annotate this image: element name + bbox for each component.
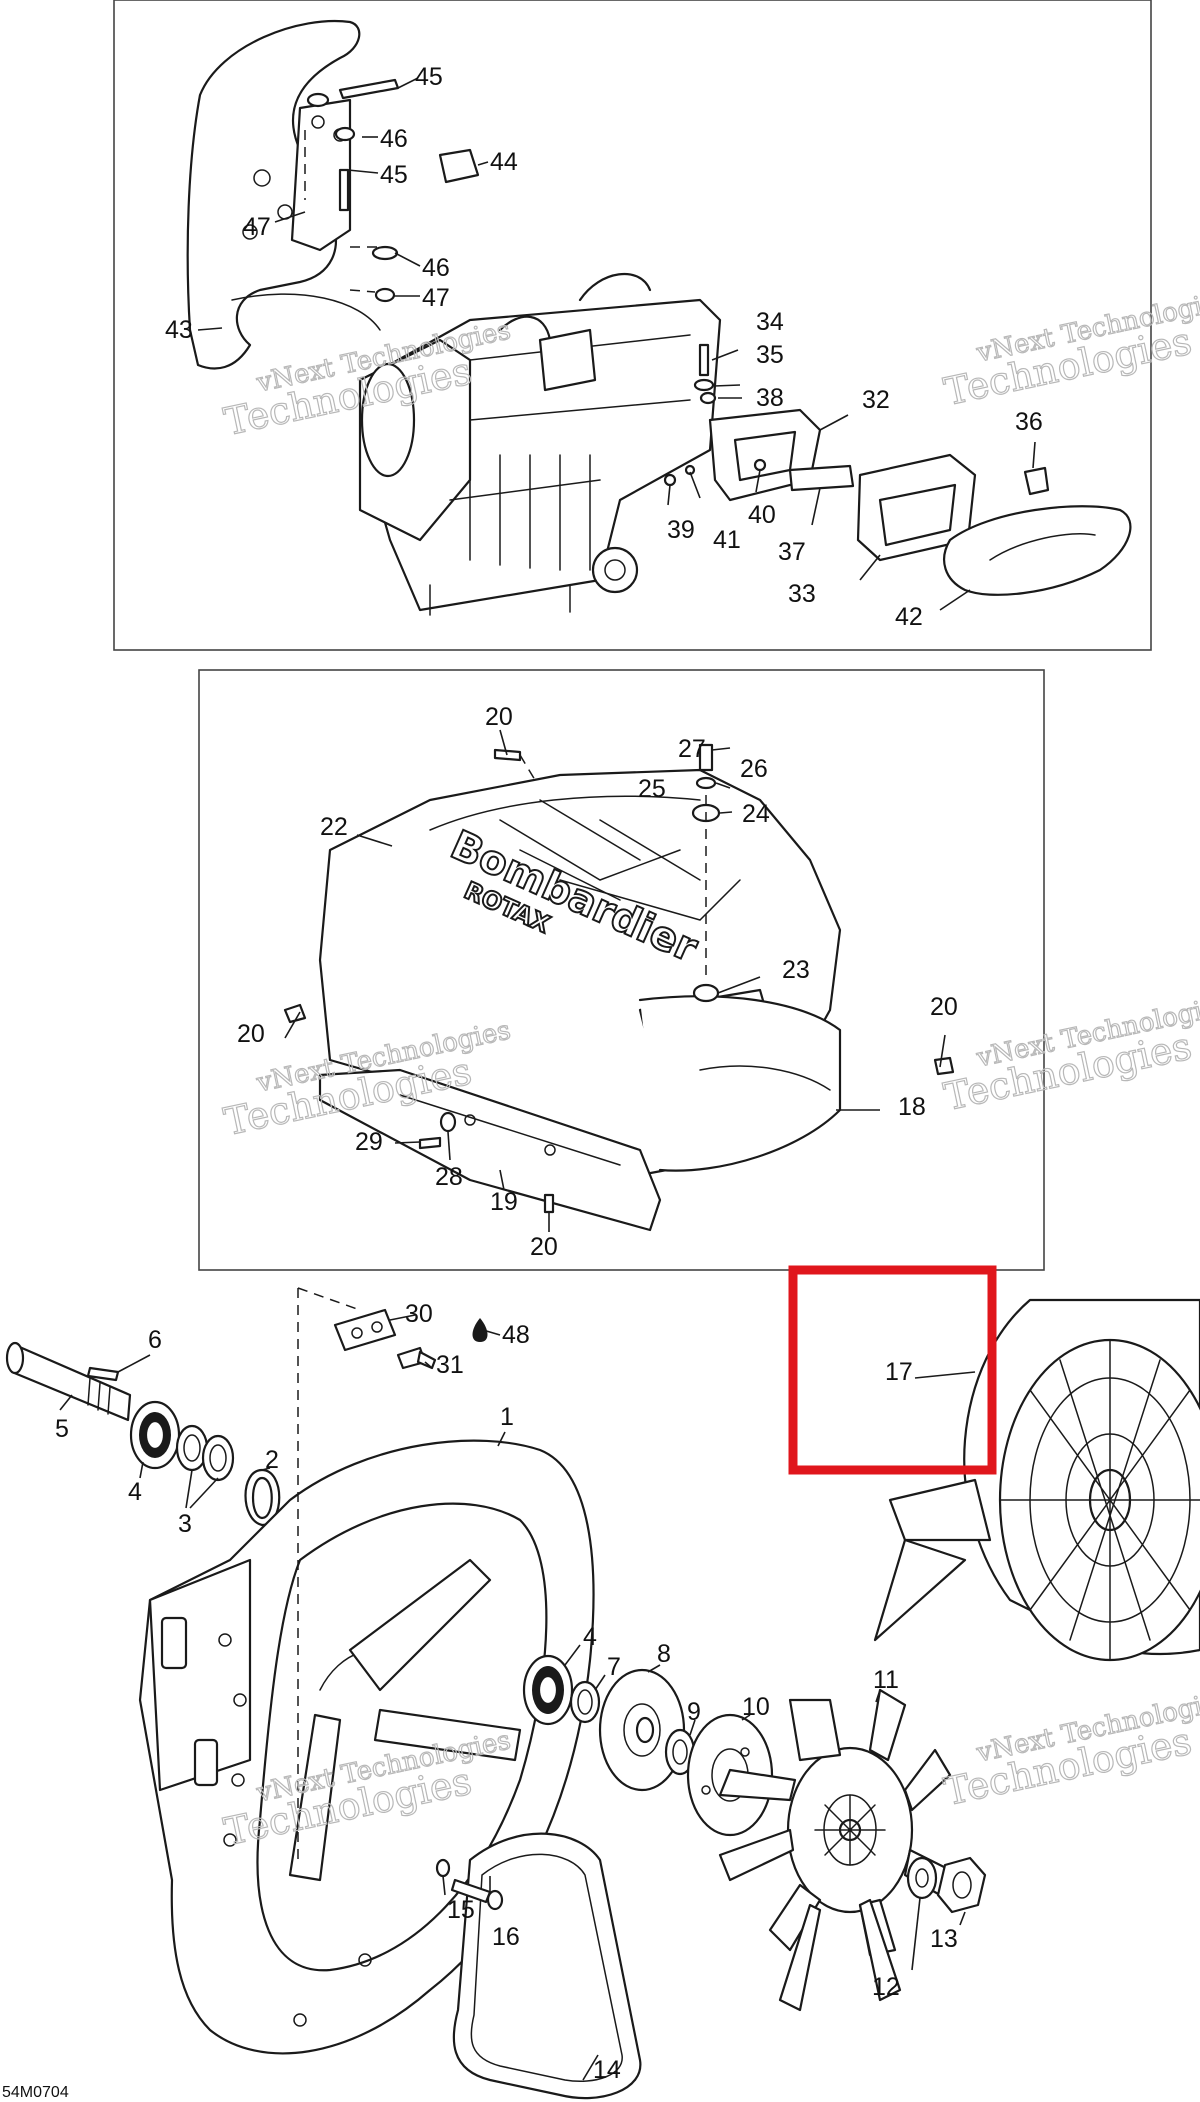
belt-guard-part[interactable]: [186, 19, 381, 370]
cover-shroud-part-18[interactable]: [638, 995, 842, 1172]
gasket-part-37[interactable]: [788, 464, 855, 492]
callout-8[interactable]: 8: [657, 1640, 671, 1668]
callout-30[interactable]: 30: [405, 1300, 433, 1328]
engine-block-part[interactable]: [358, 272, 722, 616]
callout-28[interactable]: 28: [435, 1163, 463, 1191]
bearing-part-4-left[interactable]: [129, 1400, 181, 1470]
callout-38[interactable]: 38: [756, 384, 784, 412]
callout-31[interactable]: 31: [436, 1351, 464, 1379]
callout-42[interactable]: 42: [895, 603, 923, 631]
callout-47[interactable]: 47: [422, 284, 450, 312]
callout-36[interactable]: 36: [1015, 408, 1043, 436]
bearing-part-4-right[interactable]: [522, 1654, 574, 1726]
callout-37[interactable]: 37: [778, 538, 806, 566]
callout-16[interactable]: 16: [492, 1923, 520, 1951]
bottom-section: [5, 1287, 1200, 2100]
cover-fasteners[interactable]: [283, 743, 955, 1214]
callout-26[interactable]: 26: [740, 755, 768, 783]
callout-20[interactable]: 20: [930, 993, 958, 1021]
pulley-half-part-8[interactable]: [598, 1668, 686, 1792]
callout-6[interactable]: 6: [148, 1326, 162, 1354]
clip-part-36[interactable]: [1023, 466, 1050, 496]
fan-shroud-part-17[interactable]: [873, 1298, 1200, 1662]
callout-24[interactable]: 24: [742, 800, 770, 828]
callout-45[interactable]: 45: [415, 63, 443, 91]
callout-11[interactable]: 11: [873, 1666, 899, 1694]
callout-15[interactable]: 15: [447, 1896, 475, 1924]
callout-35[interactable]: 35: [756, 341, 784, 369]
callout-7[interactable]: 7: [607, 1653, 621, 1681]
callout-9[interactable]: 9: [687, 1698, 701, 1726]
screw-part-16[interactable]: [450, 1878, 504, 1911]
top-panel: [113, 0, 1152, 651]
middle-panel-frame: [198, 669, 1045, 1271]
belt-guard-bracket-part[interactable]: [290, 98, 352, 252]
callout-19[interactable]: 19: [490, 1188, 518, 1216]
key-part-6[interactable]: [86, 1366, 120, 1382]
top-panel-frame: [113, 0, 1152, 651]
side-rail-part-19[interactable]: [318, 1068, 662, 1232]
spacer-part-7[interactable]: [569, 1680, 601, 1724]
circlip-part-2[interactable]: [244, 1468, 281, 1527]
callout-45[interactable]: 45: [380, 161, 408, 189]
housing-centerline-top: [297, 1287, 361, 1311]
callout-3[interactable]: 3: [178, 1510, 192, 1538]
callout-22[interactable]: 22: [320, 813, 348, 841]
callout-48[interactable]: 48: [502, 1321, 530, 1349]
callout-4[interactable]: 4: [128, 1478, 142, 1506]
callout-43[interactable]: 43: [165, 316, 193, 344]
callout-12[interactable]: 12: [872, 1973, 900, 2001]
callout-13[interactable]: 13: [930, 1925, 958, 1953]
callout-33[interactable]: 33: [788, 580, 816, 608]
middle-panel: Bombardier ROTAX: [198, 669, 1045, 1271]
duct-cover-part-42[interactable]: [943, 505, 1132, 596]
leader-lines: [59, 77, 1036, 2081]
cooling-fan-part-11[interactable]: [718, 1688, 952, 2012]
callout-5[interactable]: 5: [55, 1415, 69, 1443]
callout-10[interactable]: 10: [742, 1693, 770, 1721]
callout-34[interactable]: 34: [756, 308, 784, 336]
washer-part-12[interactable]: [906, 1856, 938, 1900]
spacer-part-3[interactable]: [175, 1424, 235, 1482]
callout-40[interactable]: 40: [748, 501, 776, 529]
callout-25[interactable]: 25: [638, 775, 666, 803]
guard-fasteners[interactable]: [304, 78, 400, 303]
callout-27[interactable]: 27: [678, 735, 706, 763]
threadlocker-drop-48: [472, 1318, 488, 1342]
highlight-box: [788, 1265, 997, 1475]
callout-23[interactable]: 23: [782, 956, 810, 984]
callout-41[interactable]: 41: [713, 526, 741, 554]
washer-part-15[interactable]: [435, 1858, 451, 1878]
callout-29[interactable]: 29: [355, 1128, 383, 1156]
callouts: 45 46 45 44 47 46 47 43 34 35 38 32 36 4…: [55, 63, 1043, 2084]
callout-20[interactable]: 20: [530, 1233, 558, 1261]
callout-2[interactable]: 2: [265, 1446, 279, 1474]
callout-46[interactable]: 46: [422, 254, 450, 282]
nut-part-13[interactable]: [936, 1856, 987, 1914]
callout-32[interactable]: 32: [862, 386, 890, 414]
callout-20[interactable]: 20: [485, 703, 513, 731]
silencer-fasteners[interactable]: [663, 343, 767, 487]
callout-1[interactable]: 1: [500, 1403, 514, 1431]
callout-14[interactable]: 14: [593, 2056, 621, 2084]
clip-part-44[interactable]: [438, 148, 480, 184]
callout-18[interactable]: 18: [898, 1093, 926, 1121]
shaft-part-5[interactable]: [5, 1341, 132, 1422]
callout-4[interactable]: 4: [583, 1623, 597, 1651]
callout-20[interactable]: 20: [237, 1020, 265, 1048]
bracket-part-30[interactable]: [333, 1308, 397, 1352]
diagram-code: 54M0704: [2, 2084, 69, 2101]
callout-46[interactable]: 46: [380, 125, 408, 153]
callout-17[interactable]: 17: [885, 1358, 913, 1386]
callout-44[interactable]: 44: [490, 148, 518, 176]
callout-47[interactable]: 47: [243, 213, 271, 241]
callout-39[interactable]: 39: [667, 516, 695, 544]
